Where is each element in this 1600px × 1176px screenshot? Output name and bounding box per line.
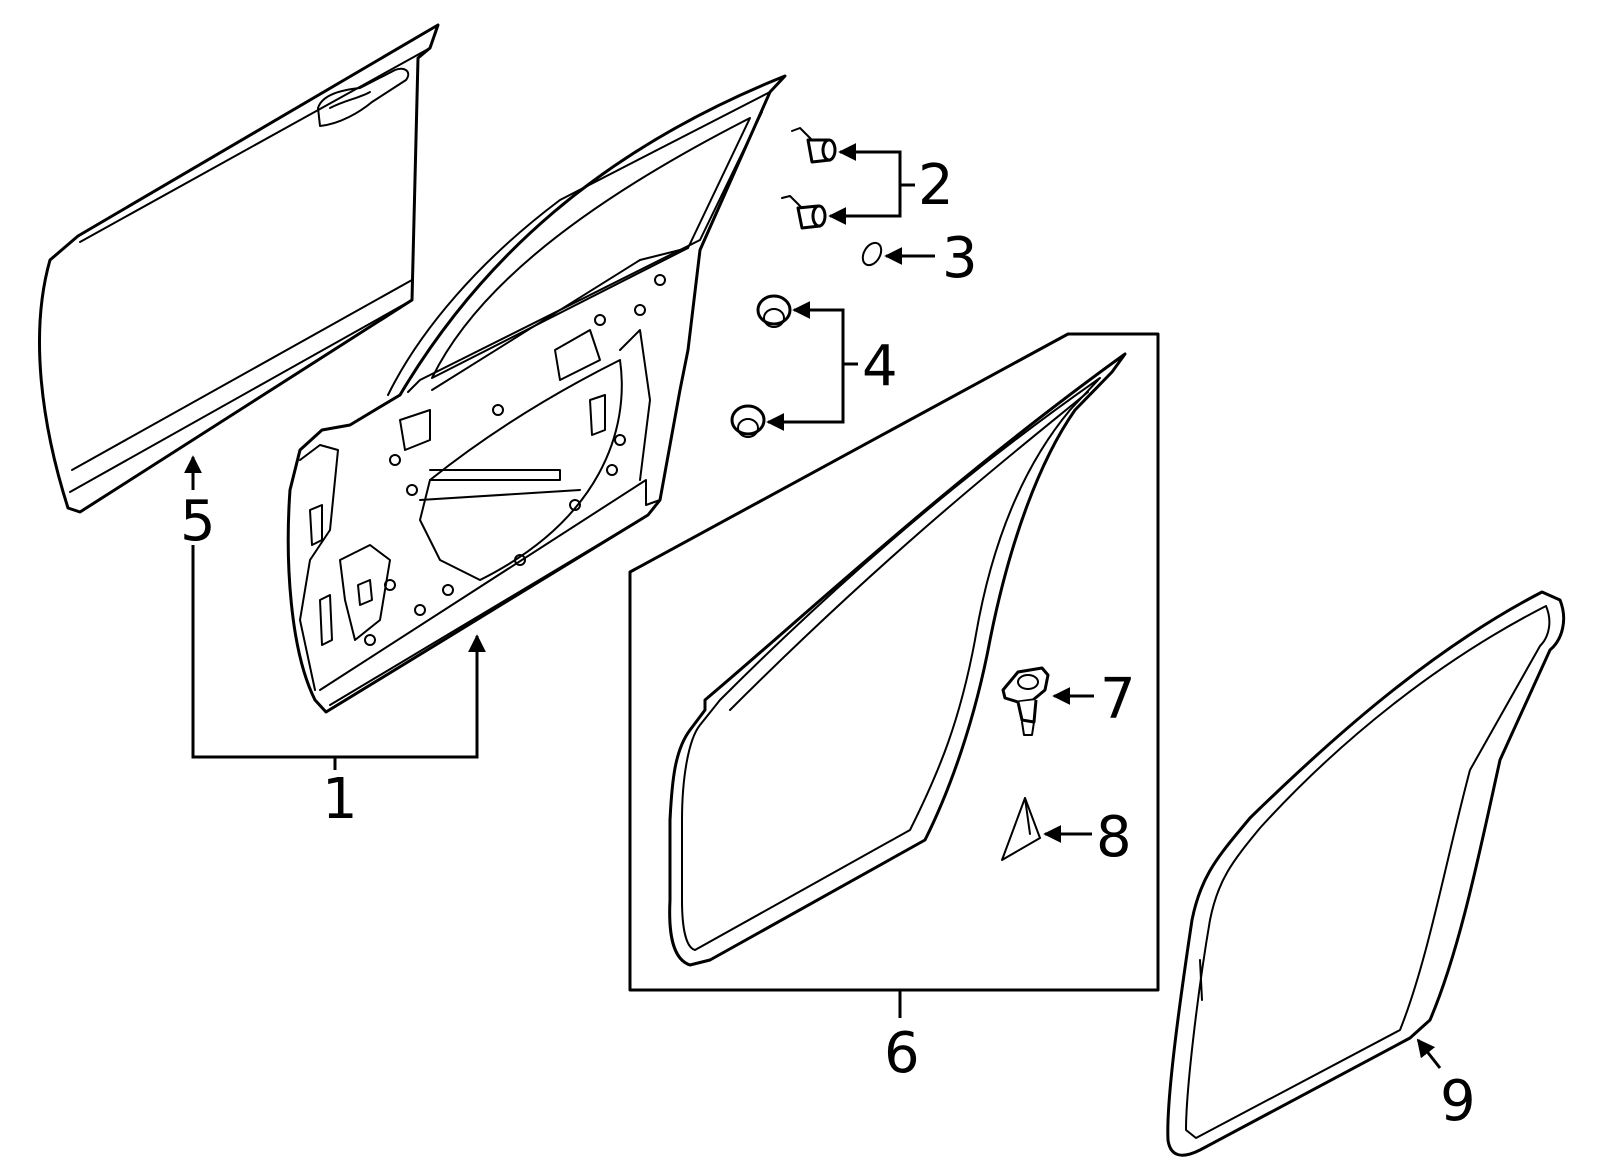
callout-7: 7 xyxy=(1100,667,1136,732)
body-weatherstrip-part[interactable] xyxy=(1166,590,1566,1157)
callout-6: 6 xyxy=(884,1021,920,1086)
triangle-seal-part[interactable] xyxy=(1001,797,1041,861)
callout-2: 2 xyxy=(918,153,954,218)
grommet-part-lower[interactable] xyxy=(730,404,766,438)
grommet-part-upper[interactable] xyxy=(756,294,792,328)
callout-8: 8 xyxy=(1096,805,1132,870)
leader-lines xyxy=(184,143,1442,1069)
door-weatherstrip-part[interactable] xyxy=(668,352,1127,967)
inner-door-frame-part[interactable] xyxy=(286,74,787,714)
small-clip-part[interactable] xyxy=(859,240,885,269)
callout-1: 1 xyxy=(322,767,358,832)
callout-5: 5 xyxy=(180,489,216,554)
outer-door-skin-part[interactable] xyxy=(38,23,440,514)
door-pin-part-upper[interactable] xyxy=(791,127,837,164)
retainer-clip-part[interactable] xyxy=(1001,666,1050,736)
callout-9: 9 xyxy=(1440,1069,1476,1134)
door-pin-part-lower[interactable] xyxy=(781,195,827,230)
callout-3: 3 xyxy=(942,226,978,291)
weatherstrip-kit-box xyxy=(628,332,1160,992)
callout-4: 4 xyxy=(862,334,898,399)
